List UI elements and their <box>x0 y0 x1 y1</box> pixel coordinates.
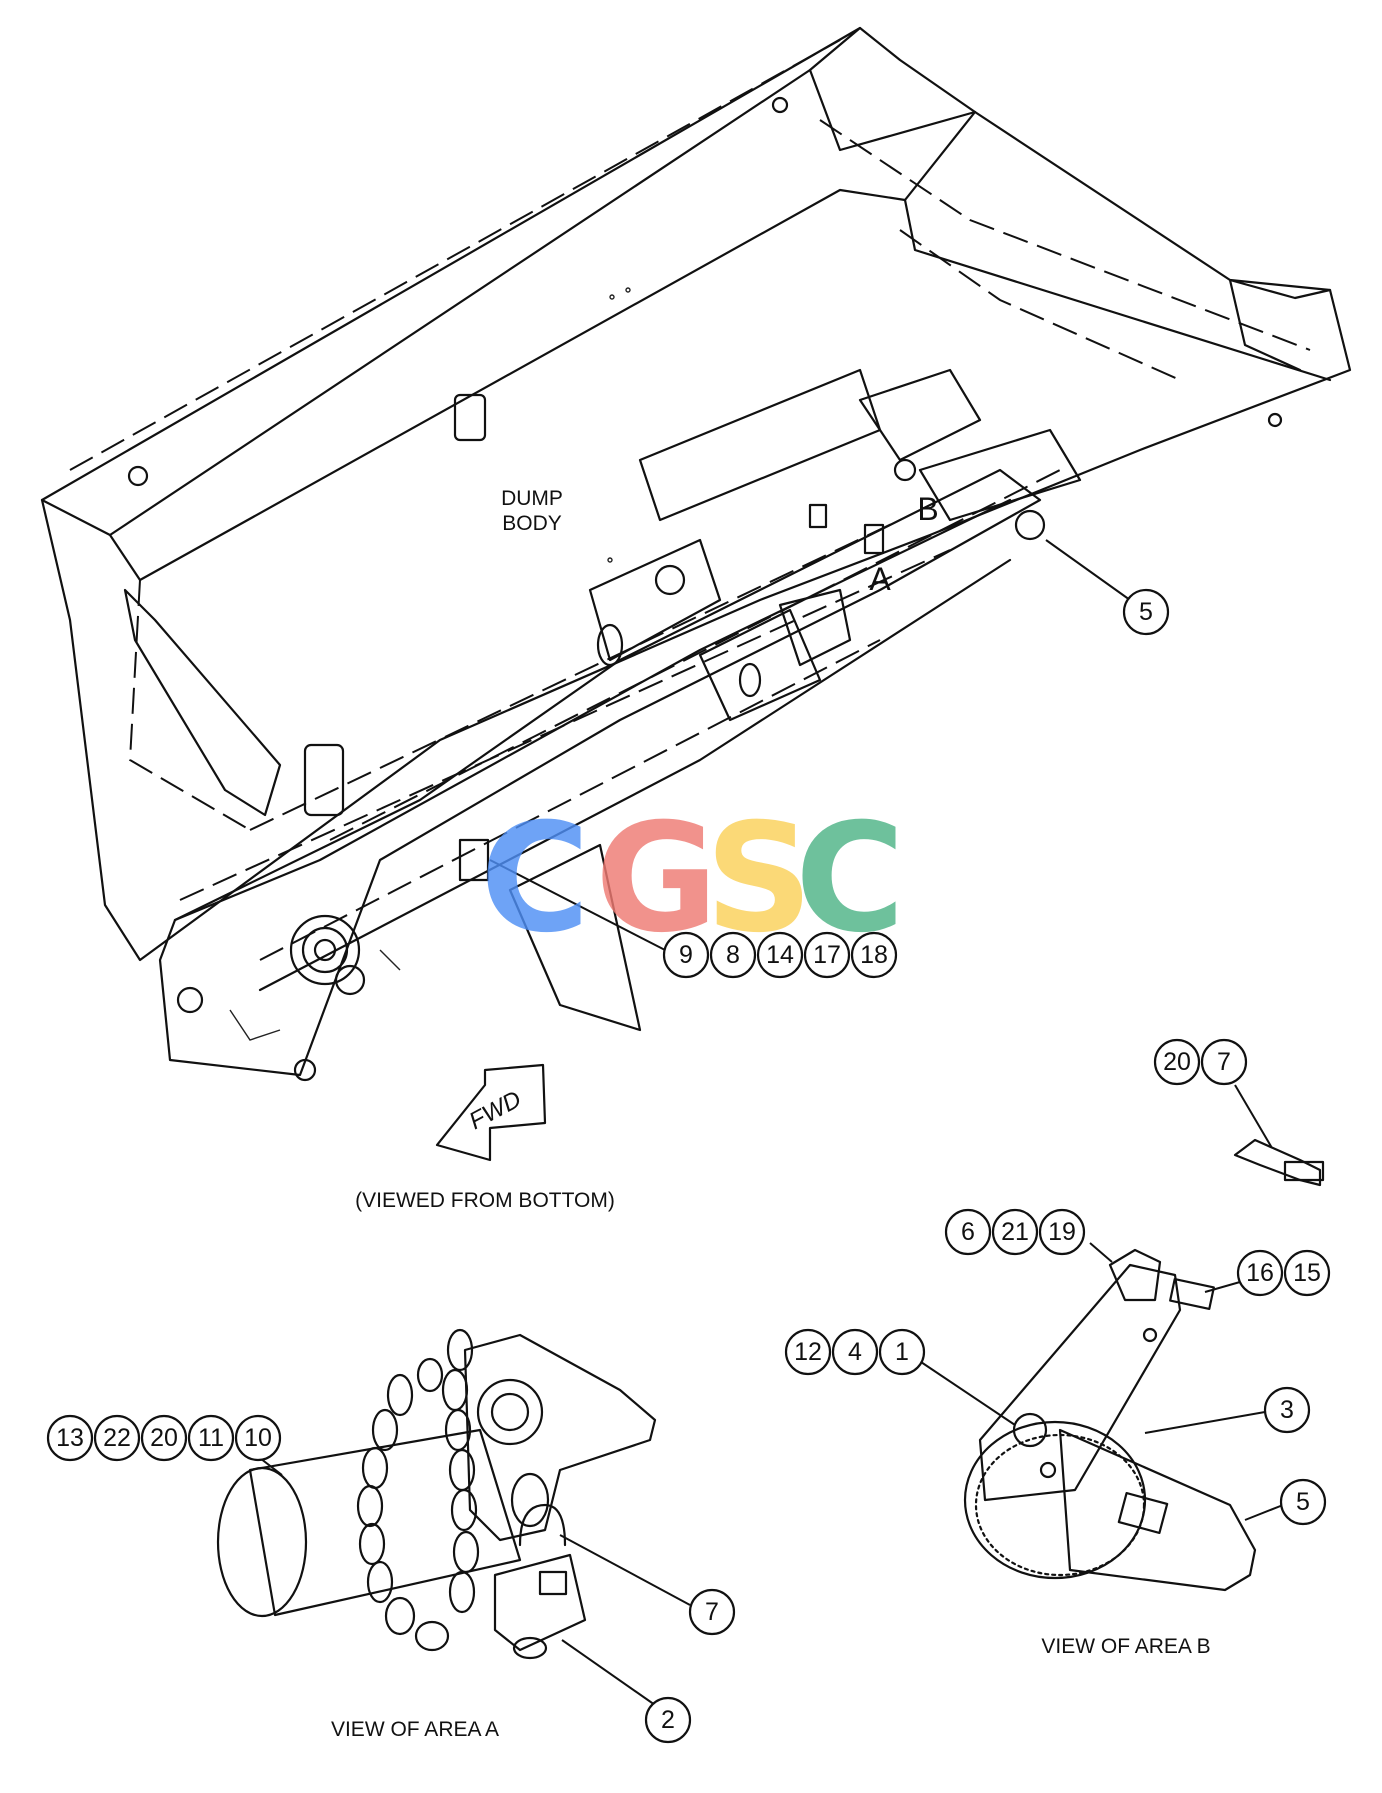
chain-icon <box>356 1328 480 1652</box>
leader-6 <box>1089 1242 1113 1263</box>
callout-number: 10 <box>244 1424 272 1452</box>
cgsc-watermark-logo: C G S C <box>480 792 905 966</box>
leader-7-a <box>559 1534 691 1606</box>
callout-number: 15 <box>1293 1259 1321 1287</box>
leader-16 <box>1204 1281 1241 1293</box>
dump-body-drawing <box>40 26 1352 1082</box>
callout-area-b-top: 6 21 19 <box>944 1208 1086 1256</box>
callout-number: 4 <box>848 1338 862 1366</box>
callout-number: 2 <box>661 1706 675 1734</box>
callout-number: 5 <box>1296 1488 1310 1516</box>
callout-pin-group: 20 7 <box>1153 1038 1248 1086</box>
callout-number: 13 <box>56 1424 84 1452</box>
callout-number: 11 <box>198 1424 224 1452</box>
callout-area-b-3: 3 <box>1263 1386 1311 1434</box>
dump-body-label-line1: DUMP <box>501 487 563 510</box>
leader-5-b <box>1244 1504 1284 1521</box>
leader-9-group <box>489 859 666 951</box>
callout-number: 17 <box>813 941 841 969</box>
leader-3 <box>1144 1411 1266 1434</box>
callout-number: 22 <box>103 1424 131 1452</box>
area-b-drawing <box>963 1248 1257 1592</box>
callout-number: 1 <box>895 1338 909 1366</box>
callout-number: 5 <box>1139 598 1153 626</box>
leader-12 <box>917 1359 1016 1426</box>
area-b-marker: B <box>917 491 938 527</box>
callout-number: 12 <box>794 1338 822 1366</box>
callout-number: 6 <box>961 1218 975 1246</box>
watermark-letter: S <box>705 792 813 966</box>
callout-area-a-group: 13 22 20 11 10 <box>46 1414 282 1462</box>
callout-number: 21 <box>1001 1218 1029 1246</box>
leader-2 <box>561 1639 656 1706</box>
callout-main-group: 9 8 14 17 18 <box>662 931 898 979</box>
callout-area-b-left: 12 4 1 <box>784 1328 926 1376</box>
callout-area-a-2: 2 <box>644 1696 692 1744</box>
callout-number: 8 <box>726 941 740 969</box>
view-area-b-caption: VIEW OF AREA B <box>1041 1635 1210 1658</box>
pin-detail-drawing <box>1233 1138 1325 1187</box>
callout-main-right: 5 <box>1122 588 1170 636</box>
callout-number: 16 <box>1246 1259 1274 1287</box>
area-a-marker: A <box>869 561 891 597</box>
callout-number: 7 <box>705 1598 719 1626</box>
leader-5-main <box>1045 539 1131 601</box>
callout-number: 20 <box>150 1424 178 1452</box>
watermark-letter: G <box>595 792 718 966</box>
callout-number: 7 <box>1217 1048 1231 1076</box>
view-area-a-caption: VIEW OF AREA A <box>331 1718 499 1741</box>
callout-number: 19 <box>1048 1218 1076 1246</box>
callout-area-a-7: 7 <box>688 1588 736 1636</box>
padlock-icon <box>493 1503 587 1660</box>
callout-number: 3 <box>1280 1396 1294 1424</box>
dump-body-label-line2: BODY <box>502 512 562 535</box>
watermark-letter: C <box>795 792 905 966</box>
viewed-from-bottom-caption: (VIEWED FROM BOTTOM) <box>355 1189 615 1212</box>
area-a-pin-glyph <box>863 523 885 555</box>
callout-number: 14 <box>766 941 794 969</box>
callout-number: 18 <box>860 941 888 969</box>
callout-area-b-right-top: 16 15 <box>1236 1249 1331 1297</box>
callout-number: 9 <box>679 941 693 969</box>
watermark-letter: C <box>480 792 590 966</box>
callout-area-b-5: 5 <box>1279 1478 1327 1526</box>
callout-number: 20 <box>1163 1048 1191 1076</box>
fwd-arrow-icon: FWD <box>435 1063 547 1162</box>
area-a-drawing <box>216 1328 657 1660</box>
leader-pin <box>1234 1084 1273 1149</box>
